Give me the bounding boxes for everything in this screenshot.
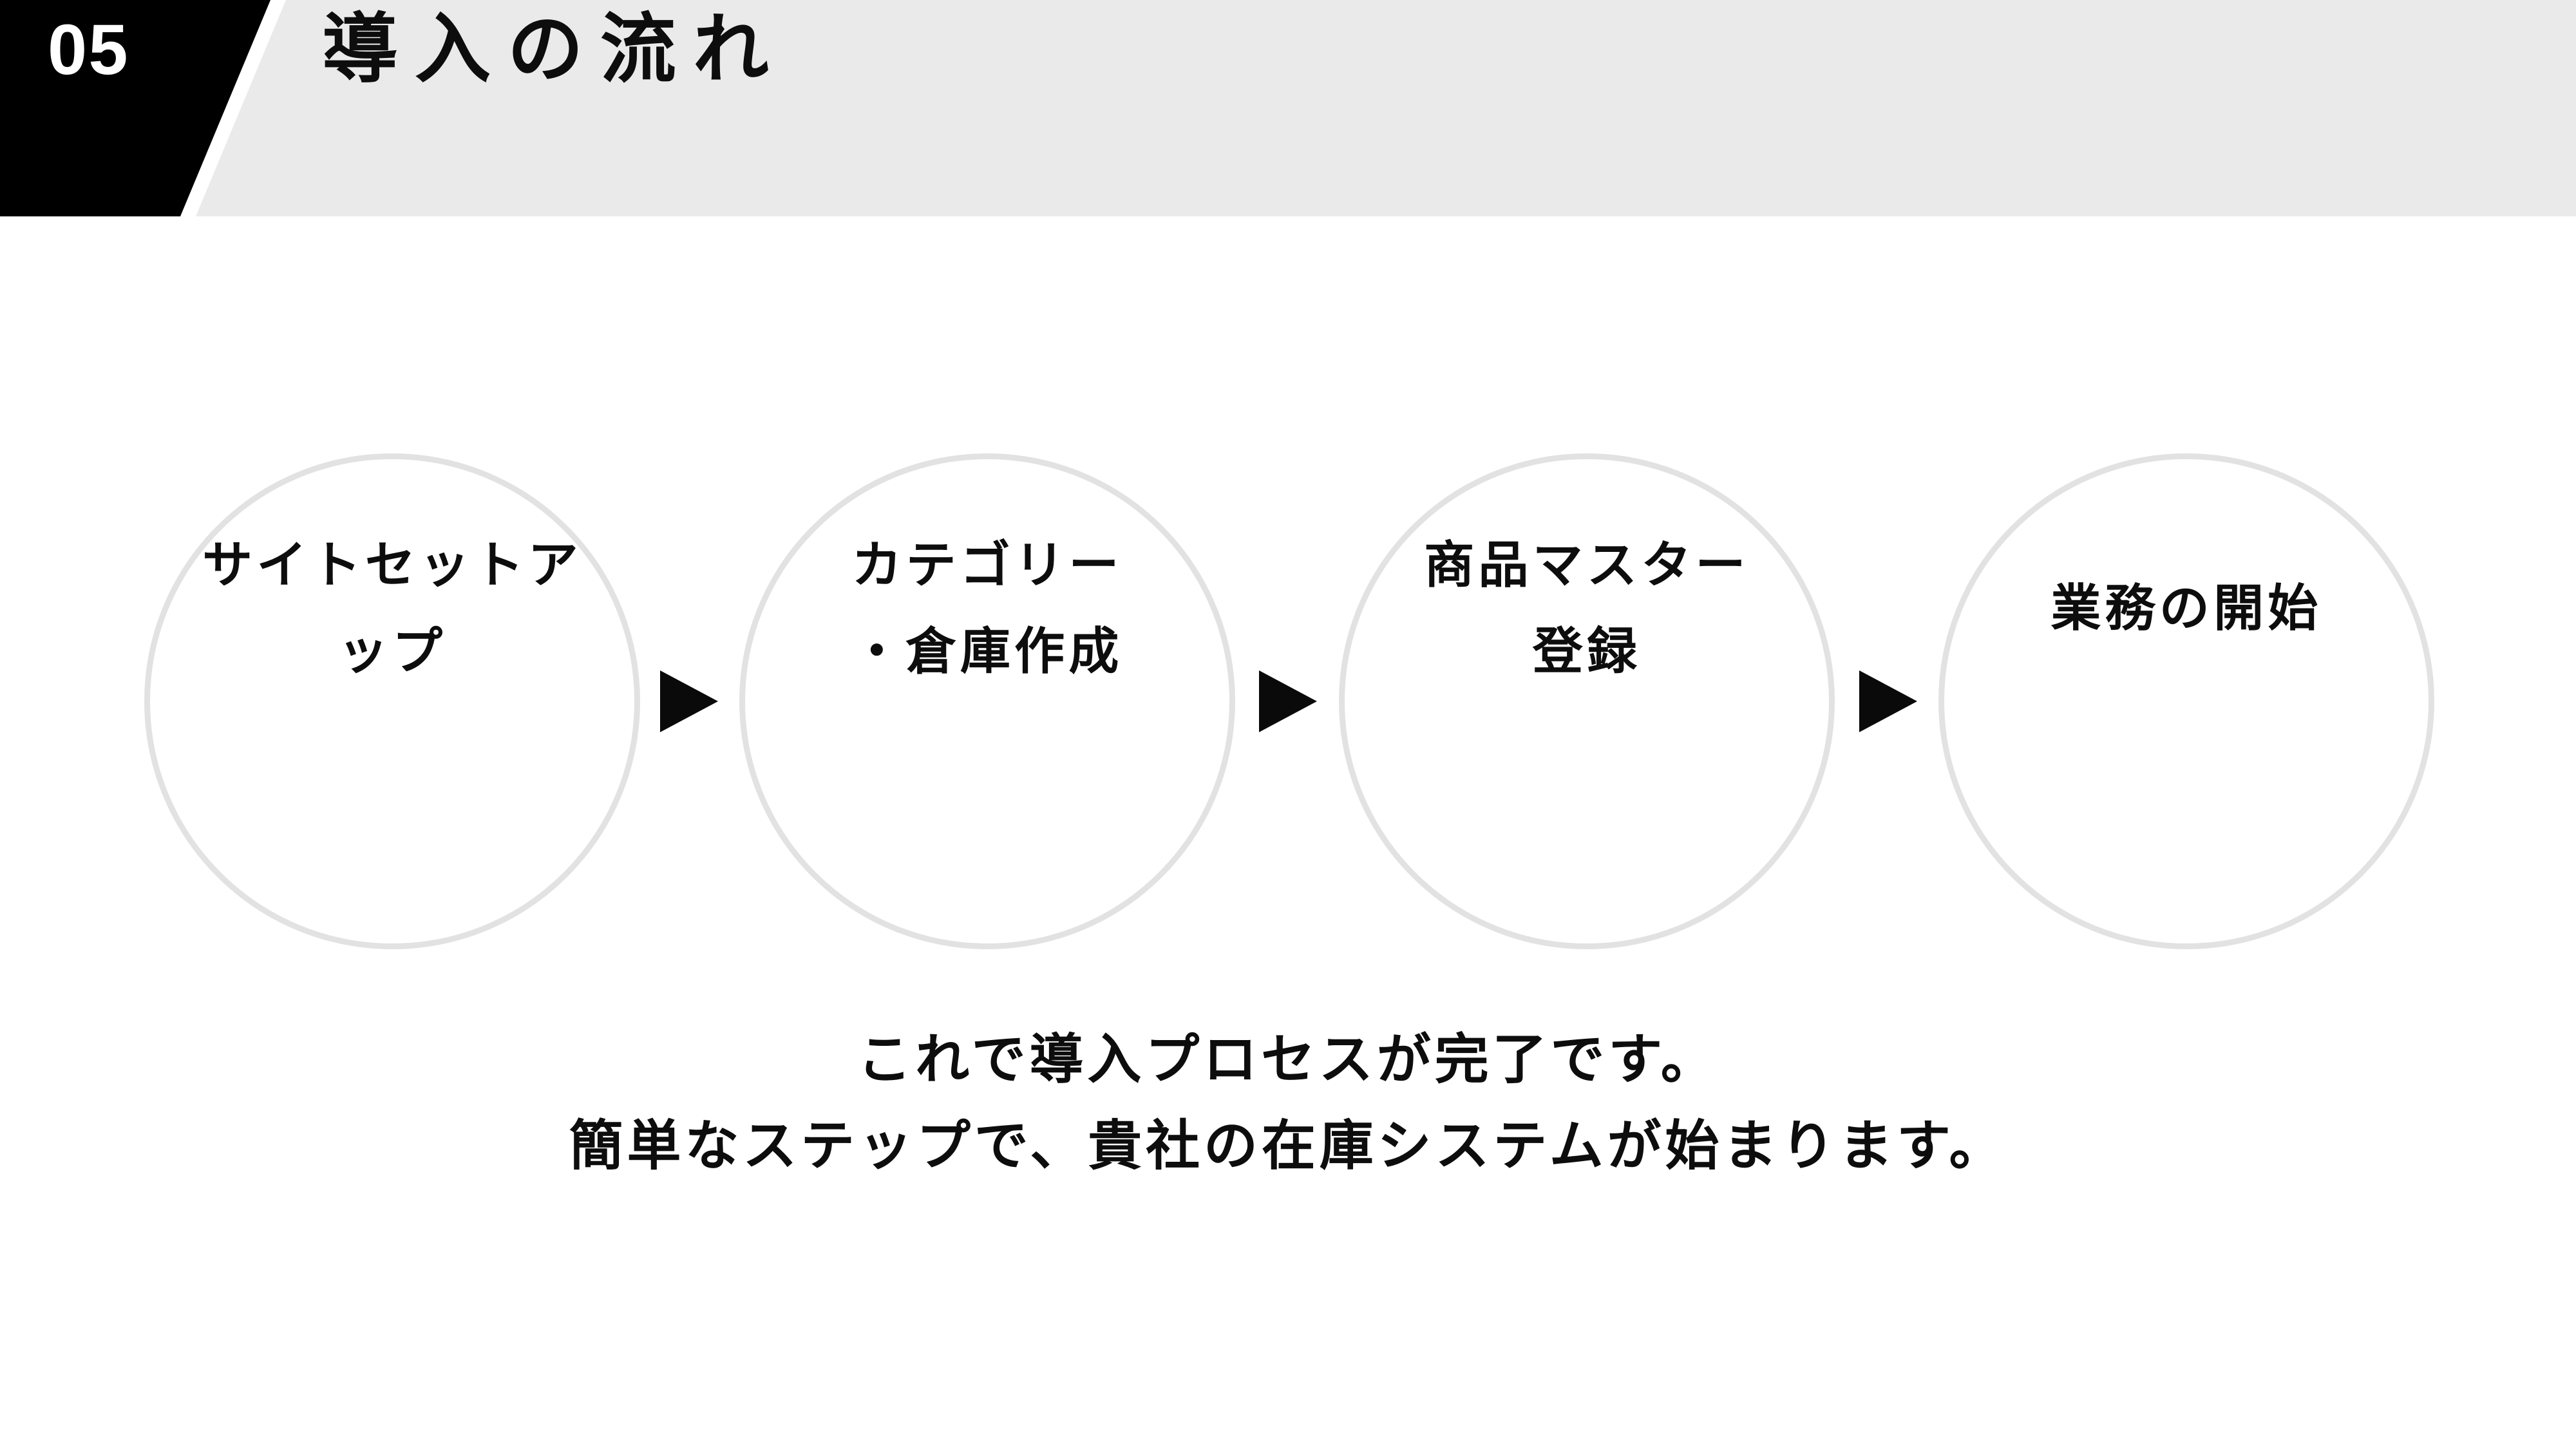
step-label-line: 商品マスター [1424, 536, 1750, 593]
step-label-line: ・倉庫作成 [851, 623, 1123, 679]
caption-line-1: これで導入プロセスが完了です。 [857, 1029, 1719, 1090]
arrow-icon [660, 670, 718, 732]
caption-line-2: 簡単なステップで、貴社の在庫システムが始まります。 [569, 1115, 2007, 1176]
step-circle-category-warehouse: カテゴリー ・倉庫作成 [739, 453, 1235, 949]
step-circle-product-master: 商品マスター 登録 [1339, 453, 1835, 949]
page-number: 05 [48, 10, 129, 90]
arrow-icon [1859, 670, 1917, 732]
step-label-line: 業務の開始 [2050, 580, 2322, 636]
step-label-line: カテゴリー [851, 536, 1123, 593]
step-label-line: 登録 [1532, 623, 1642, 679]
step-label: サイトセットア ップ [189, 522, 596, 694]
slide-title: 導入の流れ [322, 7, 786, 92]
step-label: 商品マスター 登録 [1383, 522, 1790, 694]
step-circle-start-operations: 業務の開始 [1938, 453, 2434, 949]
step-label-line: ップ [337, 623, 447, 679]
step-label-line: サイトセットア [202, 536, 582, 593]
arrow-icon [1259, 670, 1317, 732]
step-label: 業務の開始 [1983, 522, 2390, 694]
header-band [196, 0, 2576, 216]
step-circle-site-setup: サイトセットア ップ [144, 453, 640, 949]
caption: これで導入プロセスが完了です。 簡単なステップで、貴社の在庫システムが始まります… [0, 1016, 2576, 1189]
step-label: カテゴリー ・倉庫作成 [784, 522, 1191, 694]
